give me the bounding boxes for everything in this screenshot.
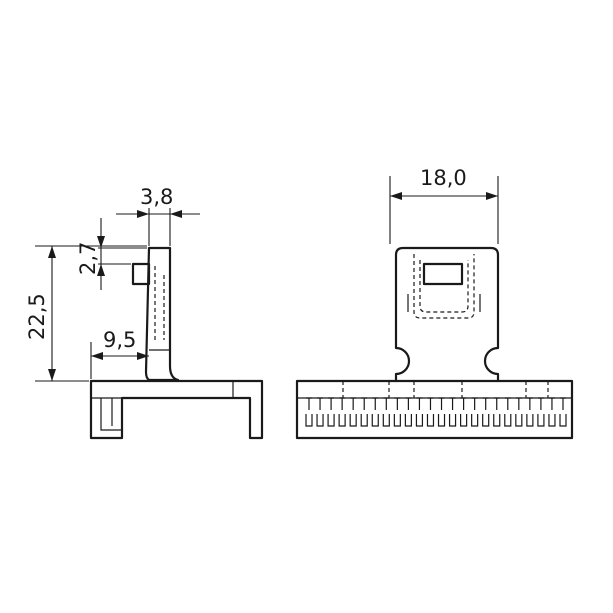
connector-pin xyxy=(328,397,335,410)
connector-contact xyxy=(515,414,523,427)
front-view-connector-body xyxy=(295,379,574,440)
dimension-front-width: 18,0 xyxy=(389,166,499,244)
connector-pin xyxy=(350,397,357,410)
connector-contact xyxy=(371,414,379,427)
dimension-label-total-height: 22,5 xyxy=(25,293,49,340)
connector-pin xyxy=(427,397,434,410)
connector-contact xyxy=(305,414,313,427)
connector-pin xyxy=(317,397,324,410)
connector-pin xyxy=(526,397,533,410)
connector-pin xyxy=(493,397,500,410)
connector-contact xyxy=(548,414,556,427)
front-view xyxy=(295,246,574,440)
connector-contact xyxy=(537,414,545,427)
connector-pin xyxy=(560,397,566,410)
dimension-label-width-top: 3,8 xyxy=(140,185,173,209)
dimension-notch-height: 2,7 xyxy=(76,218,147,290)
side-view-stem xyxy=(144,246,180,382)
connector-contact xyxy=(316,414,324,427)
connector-pin xyxy=(515,397,522,410)
dimension-label-notch-height: 2,7 xyxy=(76,242,100,275)
connector-pin xyxy=(361,397,368,410)
connector-pin xyxy=(504,397,511,410)
connector-contact xyxy=(338,414,346,427)
dimension-total-height: 22,5 xyxy=(25,245,147,382)
side-view-base-detail xyxy=(100,398,122,431)
connector-pin xyxy=(471,397,478,410)
side-view-tab xyxy=(131,262,151,286)
connector-pin xyxy=(339,397,346,410)
connector-pin xyxy=(405,397,412,410)
connector-contact xyxy=(482,414,490,427)
dimension-width-top: 3,8 xyxy=(116,185,200,246)
dimension-label-front-width: 18,0 xyxy=(420,166,467,190)
connector-contact xyxy=(437,414,446,427)
connector-pin xyxy=(438,397,445,410)
front-view-window xyxy=(422,262,464,286)
connector-pin xyxy=(372,397,379,410)
connector-contact xyxy=(382,414,390,427)
connector-contact xyxy=(448,414,457,427)
connector-contact xyxy=(360,414,368,427)
connector-contact xyxy=(471,414,479,427)
connector-contact xyxy=(559,414,567,427)
front-view-hidden-outline xyxy=(419,260,469,313)
front-view-hidden-outline xyxy=(413,254,475,319)
connector-contact xyxy=(327,414,335,427)
connector-contact xyxy=(526,414,534,427)
connector-contact xyxy=(349,414,357,427)
side-view-base xyxy=(89,379,264,440)
connector-contact xyxy=(460,414,468,427)
connector-pins xyxy=(305,381,567,427)
connector-pin xyxy=(394,397,401,410)
connector-pin xyxy=(537,397,544,410)
connector-pin xyxy=(482,397,489,410)
connector-contact xyxy=(426,414,435,427)
connector-contact xyxy=(504,414,512,427)
side-view xyxy=(89,246,264,440)
connector-pin xyxy=(416,397,423,410)
connector-pin xyxy=(383,397,390,410)
connector-contact xyxy=(415,414,424,427)
connector-pin xyxy=(460,397,467,410)
connector-pin xyxy=(306,397,312,410)
dimension-offset-width: 9,5 xyxy=(90,328,149,379)
connector-contact xyxy=(493,414,501,427)
connector-pin xyxy=(548,397,555,410)
connector-pin xyxy=(449,397,456,410)
front-view-plate xyxy=(394,246,500,383)
connector-contact xyxy=(404,414,412,427)
connector-contact xyxy=(393,414,401,427)
dimension-label-offset-width: 9,5 xyxy=(103,328,136,352)
